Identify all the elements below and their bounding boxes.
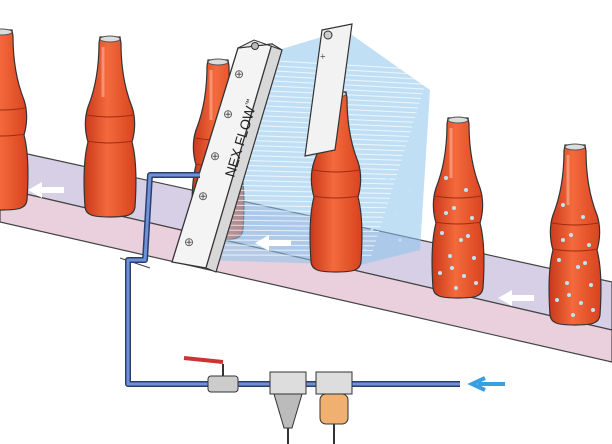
air-line bbox=[222, 184, 393, 190]
bottle-wet bbox=[430, 115, 486, 300]
air-line bbox=[223, 179, 395, 185]
air-line bbox=[220, 189, 392, 194]
bottle-wet bbox=[547, 142, 603, 327]
svg-text:⊕: ⊕ bbox=[184, 235, 194, 249]
svg-text:⊕: ⊕ bbox=[223, 107, 233, 121]
ball-valve[interactable] bbox=[183, 356, 239, 393]
air-knife-rear: + bbox=[304, 23, 353, 157]
bottle bbox=[82, 34, 138, 219]
svg-text:⊕: ⊕ bbox=[210, 149, 220, 163]
water-separator-filter bbox=[269, 371, 307, 444]
svg-text:+: + bbox=[320, 52, 326, 63]
water-droplets bbox=[363, 176, 595, 317]
air-line bbox=[225, 174, 396, 180]
airflow-arrow bbox=[467, 376, 505, 392]
oil-removal-filter bbox=[315, 371, 353, 444]
svg-text:⊕: ⊕ bbox=[198, 189, 208, 203]
bottle bbox=[0, 27, 30, 212]
svg-text:⊕: ⊕ bbox=[234, 67, 244, 81]
air-line bbox=[219, 194, 390, 199]
